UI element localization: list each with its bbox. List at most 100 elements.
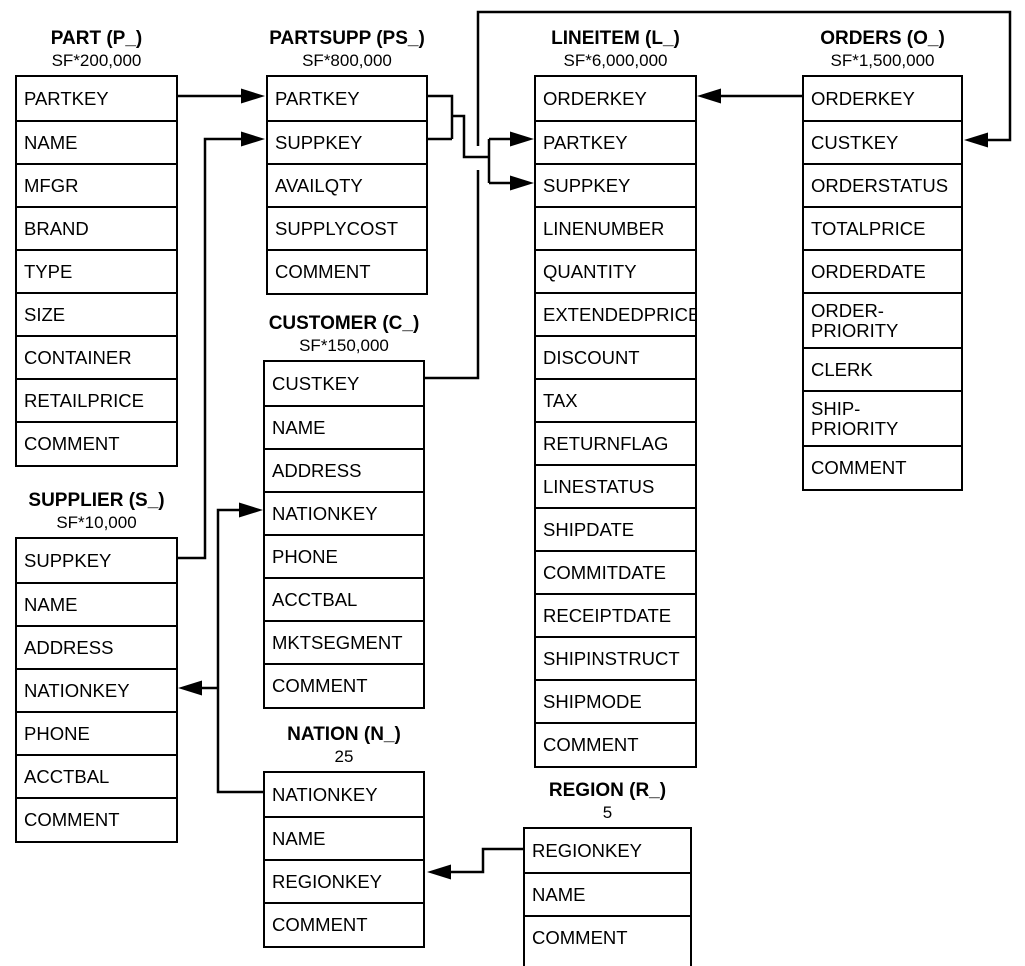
caption-orders: ORDERS (O_) SF*1,500,000 xyxy=(772,27,993,72)
field-comment: COMMENT xyxy=(536,722,695,765)
field-phone: PHONE xyxy=(17,711,176,754)
table-name: SUPPLIER (S_) xyxy=(28,490,165,511)
field-commitdate: COMMITDATE xyxy=(536,550,695,593)
field-comment: COMMENT xyxy=(268,249,426,292)
field-comment: COMMENT xyxy=(17,421,176,464)
field-tax: TAX xyxy=(536,378,695,421)
field-receiptdate: RECEIPTDATE xyxy=(536,593,695,636)
field-suppkey: SUPPKEY xyxy=(24,549,112,571)
field-totalprice: TOTALPRICE xyxy=(804,206,961,249)
field-mktsegment: MKTSEGMENT xyxy=(265,620,423,663)
fk-part-partsupp-arrow xyxy=(178,88,265,104)
field-ship-priority: SHIP- PRIORITY xyxy=(804,390,961,445)
fk-customer-orders-arrow xyxy=(425,10,1012,380)
field-extendedprice: EXTENDEDPRICE xyxy=(536,292,695,335)
caption-nation: NATION (N_) 25 xyxy=(233,723,455,768)
table-cardinality: SF*150,000 xyxy=(299,336,389,355)
field-partkey: PARTKEY xyxy=(24,87,109,109)
caption-region: REGION (R_) 5 xyxy=(493,779,722,824)
fk-supplier-partsupp-arrow xyxy=(178,131,265,560)
table-name: ORDERS (O_) xyxy=(820,28,945,49)
field-shipinstruct: SHIPINSTRUCT xyxy=(536,636,695,679)
caption-lineitem: LINEITEM (L_) SF*6,000,000 xyxy=(504,27,727,72)
table-name: LINEITEM (L_) xyxy=(551,28,680,49)
table-cardinality: SF*1,500,000 xyxy=(830,51,935,70)
field-linenumber: LINENUMBER xyxy=(536,206,695,249)
caption-supplier: SUPPLIER (S_) SF*10,000 xyxy=(0,489,208,534)
table-name: NATION (N_) xyxy=(287,724,401,745)
field-acctbal: ACCTBAL xyxy=(17,754,176,797)
table-name: REGION (R_) xyxy=(548,780,667,801)
field-mfgr: MFGR xyxy=(17,163,176,206)
field-discount: DISCOUNT xyxy=(536,335,695,378)
fk-nation-customer-arrow xyxy=(216,502,263,794)
table-cardinality: SF*10,000 xyxy=(56,513,137,532)
field-acctbal: ACCTBAL xyxy=(265,577,423,620)
field-comment: COMMENT xyxy=(265,902,423,945)
field-comment: COMMENT xyxy=(804,445,961,488)
caption-customer: CUSTOMER (C_) SF*150,000 xyxy=(233,312,455,357)
table-cardinality: SF*200,000 xyxy=(51,51,142,70)
field-suppkey: SUPPKEY xyxy=(268,120,426,163)
field-name: NAME xyxy=(265,405,423,448)
field-clerk: CLERK xyxy=(804,347,961,390)
caption-part: PART (P_) SF*200,000 xyxy=(0,27,208,72)
field-regionkey: REGIONKEY xyxy=(265,859,423,902)
table-name: PARTSUPP (PS_) xyxy=(269,28,425,49)
field-order-priority: ORDER- PRIORITY xyxy=(804,292,961,347)
field-returnflag: RETURNFLAG xyxy=(536,421,695,464)
field-type: TYPE xyxy=(17,249,176,292)
field-brand: BRAND xyxy=(17,206,176,249)
fk-nation-supplier-arrow xyxy=(178,680,218,696)
table-name: PART (P_) xyxy=(50,28,143,49)
field-name: NAME xyxy=(17,582,176,625)
field-custkey: CUSTKEY xyxy=(804,120,961,163)
field-name: NAME xyxy=(265,816,423,859)
field-quantity: QUANTITY xyxy=(536,249,695,292)
field-custkey: CUSTKEY xyxy=(272,372,360,394)
table-cardinality: 25 xyxy=(334,747,354,766)
field-container: CONTAINER xyxy=(17,335,176,378)
caption-partsupp: PARTSUPP (PS_) SF*800,000 xyxy=(236,27,458,72)
field-retailprice: RETAILPRICE xyxy=(17,378,176,421)
field-comment: COMMENT xyxy=(17,797,176,840)
field-phone: PHONE xyxy=(265,534,423,577)
table-cardinality: SF*800,000 xyxy=(302,51,392,70)
table-name: CUSTOMER (C_) xyxy=(268,313,420,334)
field-linestatus: LINESTATUS xyxy=(536,464,695,507)
field-address: ADDRESS xyxy=(17,625,176,668)
field-suppkey: SUPPKEY xyxy=(536,163,695,206)
field-supplycost: SUPPLYCOST xyxy=(268,206,426,249)
fk-region-nation-arrow xyxy=(427,847,523,880)
field-name: NAME xyxy=(525,872,690,915)
field-address: ADDRESS xyxy=(265,448,423,491)
fk-partsupp-lineitem-arrows xyxy=(428,94,534,191)
field-regionkey: REGIONKEY xyxy=(532,839,642,861)
field-comment: COMMENT xyxy=(265,663,423,706)
field-name: NAME xyxy=(17,120,176,163)
field-nationkey: NATIONKEY xyxy=(265,491,423,534)
field-shipmode: SHIPMODE xyxy=(536,679,695,722)
field-partkey: PARTKEY xyxy=(536,120,695,163)
field-availqty: AVAILQTY xyxy=(268,163,426,206)
field-nationkey: NATIONKEY xyxy=(272,783,378,805)
field-orderdate: ORDERDATE xyxy=(804,249,961,292)
field-orderkey: ORDERKEY xyxy=(543,87,647,109)
table-cardinality: 5 xyxy=(602,803,613,822)
field-orderkey: ORDERKEY xyxy=(811,87,915,109)
field-nationkey: NATIONKEY xyxy=(17,668,176,711)
table-cardinality: SF*6,000,000 xyxy=(563,51,668,70)
field-comment: COMMENT xyxy=(525,915,690,958)
field-orderstatus: ORDERSTATUS xyxy=(804,163,961,206)
field-shipdate: SHIPDATE xyxy=(536,507,695,550)
fk-orders-lineitem-arrow xyxy=(697,88,802,104)
